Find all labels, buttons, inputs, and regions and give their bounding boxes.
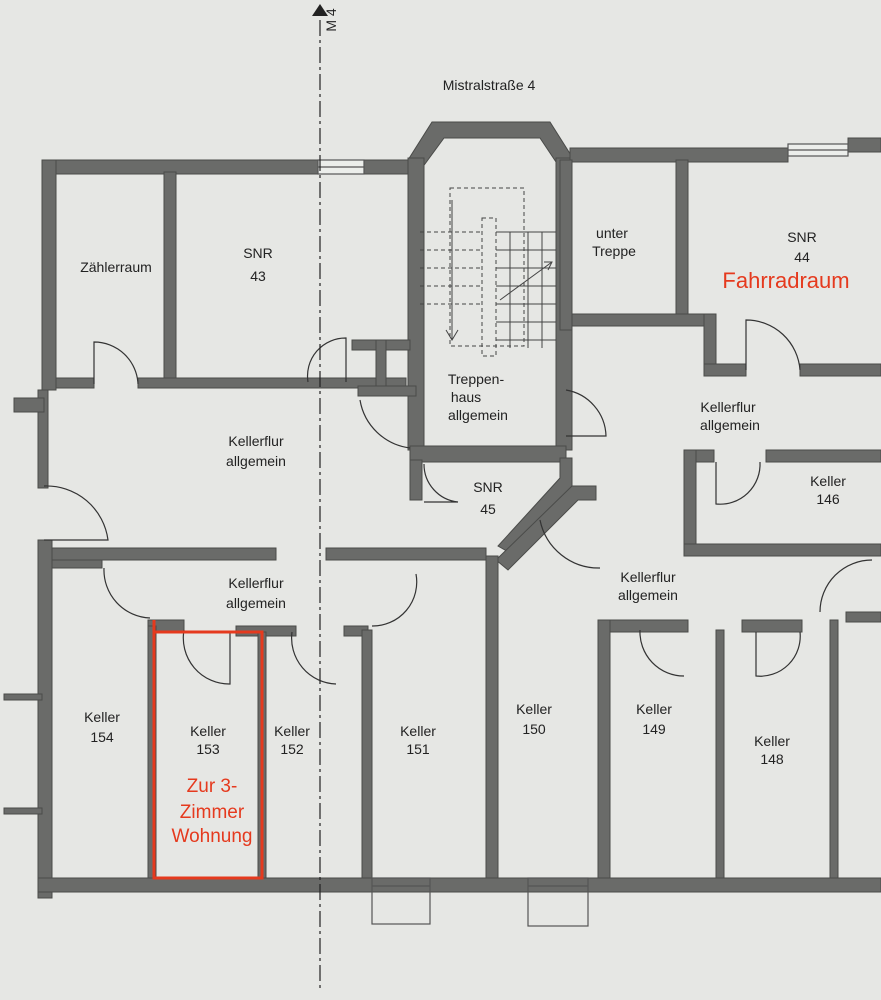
axis-line-m4: M 4 <box>312 4 339 990</box>
room-treppenhaus-line1: Treppen- <box>448 371 505 387</box>
room-keller148-number: 148 <box>760 751 784 767</box>
walls <box>3 121 881 899</box>
room-keller152-number: 152 <box>280 741 304 757</box>
corridor-2-line2: allgemein <box>700 417 760 433</box>
room-snr43-name: SNR <box>243 245 273 261</box>
room-keller151-number: 151 <box>406 741 430 757</box>
room-snr44-name: SNR <box>787 229 817 245</box>
windows <box>317 143 849 175</box>
room-keller150-name: Keller <box>516 701 552 717</box>
room-keller149-number: 149 <box>642 721 666 737</box>
room-keller146-number: 146 <box>816 491 840 507</box>
room-labels: Zählerraum SNR 43 Treppen- haus allgemei… <box>80 225 846 767</box>
corridor-4-line2: allgemein <box>618 587 678 603</box>
annotation-wohnung-line1: Zur 3- <box>187 776 238 797</box>
room-keller151-name: Keller <box>400 723 436 739</box>
room-keller146-name: Keller <box>810 473 846 489</box>
room-snr45-number: 45 <box>480 501 496 517</box>
axis-label: M 4 <box>323 8 339 32</box>
corridor-3-line2: allgemein <box>226 595 286 611</box>
corridor-1-line1: Kellerflur <box>228 433 284 449</box>
room-keller153-name: Keller <box>190 723 226 739</box>
room-keller149-name: Keller <box>636 701 672 717</box>
room-treppenhaus-line2: haus <box>451 389 481 405</box>
room-keller152-name: Keller <box>274 723 310 739</box>
room-keller154-number: 154 <box>90 729 114 745</box>
annotation-wohnung-line3: Wohnung <box>172 826 253 847</box>
room-keller153-number: 153 <box>196 741 220 757</box>
corridor-1-line2: allgemein <box>226 453 286 469</box>
annotation-outline-keller153 <box>152 620 264 880</box>
room-zaehlerraum-label: Zählerraum <box>80 259 152 275</box>
corridor-2-line1: Kellerflur <box>700 399 756 415</box>
room-keller154-name: Keller <box>84 709 120 725</box>
room-keller150-number: 150 <box>522 721 546 737</box>
corridor-4-line1: Kellerflur <box>620 569 676 585</box>
room-treppenhaus-line3: allgemein <box>448 407 508 423</box>
room-snr43-number: 43 <box>250 268 266 284</box>
street-label: Mistralstraße 4 <box>443 77 536 93</box>
room-snr45-name: SNR <box>473 479 503 495</box>
light-shafts <box>371 877 589 927</box>
staircase <box>420 187 556 357</box>
annotation-wohnung-line2: Zimmer <box>180 802 245 823</box>
room-keller148-name: Keller <box>754 733 790 749</box>
annotations: Fahrradraum Zur 3- Zimmer Wohnung <box>152 268 850 880</box>
door-swings <box>43 319 873 685</box>
corridor-3-line1: Kellerflur <box>228 575 284 591</box>
annotation-fahrradraum: Fahrradraum <box>722 268 849 293</box>
room-snr44-number: 44 <box>794 249 810 265</box>
room-unter-treppe-line1: unter <box>596 225 628 241</box>
room-unter-treppe-line2: Treppe <box>592 243 636 259</box>
